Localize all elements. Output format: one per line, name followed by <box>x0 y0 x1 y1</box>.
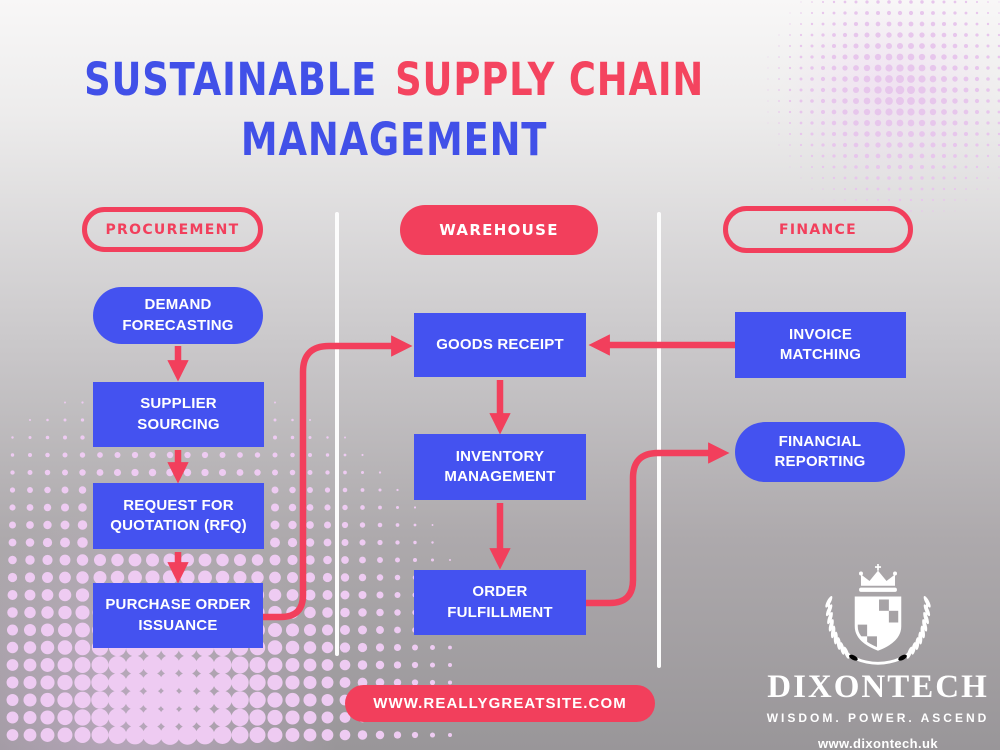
website-banner: WWW.REALLYGREATSITE.COM <box>345 685 655 722</box>
column-header-warehouse: WAREHOUSE <box>400 205 598 255</box>
node-request-for-quotation: REQUEST FOR QUOTATION (RFQ) <box>93 483 264 549</box>
column-divider-line <box>335 212 339 656</box>
title-line-1: SUSTAINABLE SUPPLY CHAIN <box>70 50 718 110</box>
title-word-sustainable: SUSTAINABLE <box>84 53 377 106</box>
dixontech-crest-logo-icon <box>802 564 954 668</box>
brand-url: www.dixontech.uk <box>756 736 1000 751</box>
node-purchase-order-issuance: PURCHASE ORDER ISSUANCE <box>93 583 263 648</box>
column-header-procurement: PROCUREMENT <box>82 207 263 252</box>
node-order-fulfillment: ORDER FULFILLMENT <box>414 570 586 635</box>
node-financial-reporting: FINANCIAL REPORTING <box>735 422 905 482</box>
node-supplier-sourcing: SUPPLIER SOURCING <box>93 382 264 447</box>
brand-block: DIXONTECH WISDOM. POWER. ASCEND www.dixo… <box>756 564 1000 751</box>
column-divider-line <box>657 212 661 668</box>
node-invoice-matching: INVOICE MATCHING <box>735 312 906 378</box>
page-title: SUSTAINABLE SUPPLY CHAIN MANAGEMENT <box>70 50 718 170</box>
title-line-2: MANAGEMENT <box>70 110 718 170</box>
brand-name: DIXONTECH <box>756 670 1000 705</box>
node-inventory-management: INVENTORY MANAGEMENT <box>414 434 586 500</box>
node-demand-forecasting: DEMAND FORECASTING <box>93 287 263 344</box>
column-header-finance: FINANCE <box>723 206 913 253</box>
node-goods-receipt: GOODS RECEIPT <box>414 313 586 377</box>
brand-tagline: WISDOM. POWER. ASCEND <box>756 711 1000 725</box>
title-word-supply-chain: SUPPLY CHAIN <box>395 53 704 106</box>
